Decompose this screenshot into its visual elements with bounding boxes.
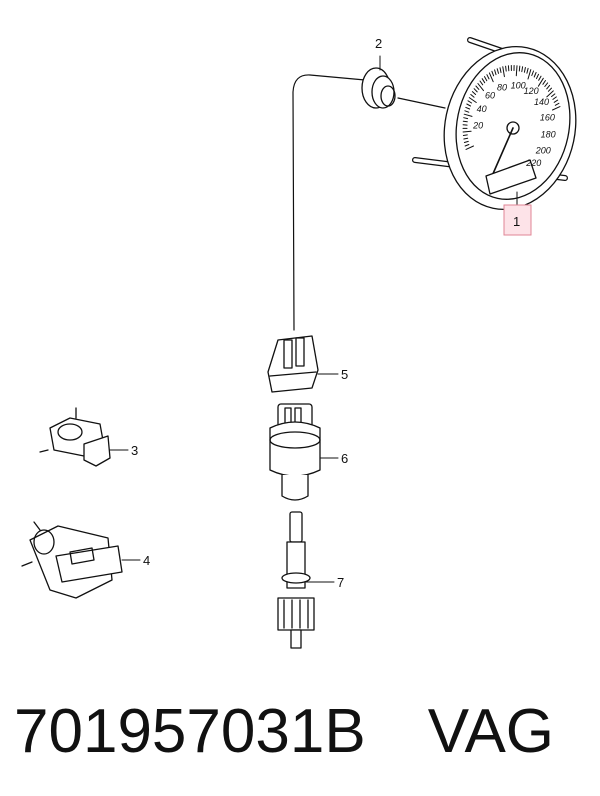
callout-1: 1 xyxy=(513,214,520,229)
gauge-tick xyxy=(552,96,557,100)
gauge-number: 120 xyxy=(524,86,539,96)
gauge-tick xyxy=(477,83,484,92)
gauge-tick xyxy=(463,140,469,143)
gauge-number: 60 xyxy=(485,91,495,101)
gauge-tick xyxy=(538,75,542,81)
gauge-tick xyxy=(518,65,521,72)
gauge-tick xyxy=(551,93,556,98)
gauge-tick xyxy=(496,68,499,74)
gauge-tick xyxy=(531,70,534,76)
gauge-tick xyxy=(463,113,473,117)
gauge-tick xyxy=(462,130,472,133)
gauge-tick xyxy=(481,78,486,84)
callout-1-highlight xyxy=(503,204,532,236)
callout-2: 2 xyxy=(375,36,382,51)
gauge-tick xyxy=(494,69,497,76)
grommet xyxy=(361,55,396,109)
gauge-tick xyxy=(463,117,469,120)
gauge-tick xyxy=(523,67,526,73)
bracket-clip xyxy=(39,407,129,467)
gauge-tick xyxy=(462,134,468,136)
gauge-tick xyxy=(466,103,471,107)
gauge-tick xyxy=(505,65,507,72)
callout-6: 6 xyxy=(341,451,348,466)
gauge-tick xyxy=(479,80,484,86)
gauge-tick xyxy=(475,85,480,90)
gauge-number: 80 xyxy=(497,82,507,92)
gauge-tick xyxy=(526,67,529,74)
gauge-tick xyxy=(464,110,470,113)
gauge-number: 140 xyxy=(534,97,549,107)
gauge-tick xyxy=(491,70,495,77)
gauge-tick xyxy=(546,84,551,90)
callout-7: 7 xyxy=(337,575,344,590)
brand-name: VAG xyxy=(427,697,555,766)
gauge-tick xyxy=(554,102,560,106)
drive-shaft xyxy=(277,511,335,649)
gauge-tick xyxy=(473,88,478,93)
gauge-tick xyxy=(544,82,549,87)
gauge-number: 180 xyxy=(541,130,556,140)
gauge-tick xyxy=(547,87,552,92)
gauge-tick xyxy=(537,77,544,87)
gauge-tick xyxy=(467,100,473,104)
gauge-number: 200 xyxy=(535,146,551,156)
gauge-tick xyxy=(465,106,471,110)
gauge-tick xyxy=(536,73,539,80)
gauge-tick xyxy=(502,66,505,78)
gauge-tick xyxy=(542,80,546,85)
connector-housing xyxy=(267,335,339,393)
callout-4: 4 xyxy=(143,553,150,568)
gauge-tick xyxy=(527,69,532,80)
speedometer-cable xyxy=(292,74,446,331)
gauge-tick xyxy=(484,76,488,82)
gauge-tick xyxy=(515,65,518,77)
gauge-tick xyxy=(553,99,559,103)
gauge-number: 40 xyxy=(477,104,487,114)
gauge-tick xyxy=(471,91,477,95)
gauge-tick xyxy=(464,144,470,147)
gauge-tick xyxy=(488,72,494,83)
gauge-number: 220 xyxy=(525,158,541,168)
gauge-tick xyxy=(463,137,469,140)
gauge-number: 100 xyxy=(511,81,526,91)
part-number: 701957031B xyxy=(14,697,366,766)
gauge-tick xyxy=(486,74,490,80)
gauge-tick xyxy=(533,72,537,78)
part-footer: 701957031B VAG xyxy=(14,696,554,776)
callout-5: 5 xyxy=(341,367,348,382)
gauge-tick xyxy=(499,67,502,73)
callout-3: 3 xyxy=(131,443,138,458)
gauge-tick-marks xyxy=(462,65,561,150)
gauge-number: 20 xyxy=(472,121,483,131)
gauge-tick xyxy=(468,97,477,103)
gauge-tick xyxy=(470,94,475,98)
gauge-tick xyxy=(465,145,474,150)
speedometer-gauge xyxy=(412,37,577,210)
speed-sensor xyxy=(269,403,339,501)
gauge-tick xyxy=(552,106,561,111)
gauge-number: 160 xyxy=(540,113,555,123)
gauge-tick xyxy=(462,120,468,123)
bracket xyxy=(21,521,141,599)
gauge-tick xyxy=(521,66,524,73)
gauge-tick xyxy=(546,90,554,98)
